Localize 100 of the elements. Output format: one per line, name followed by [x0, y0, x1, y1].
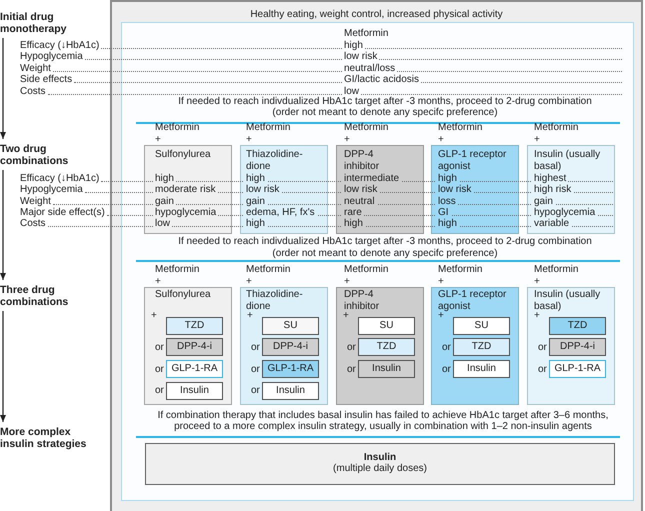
option-box: GLP-1-RA — [549, 360, 606, 378]
plus-sign: + — [534, 310, 540, 320]
plus-sign: + — [247, 310, 253, 320]
drug-box — [527, 145, 615, 234]
option-box: Insulin — [262, 382, 319, 400]
or-text: or — [347, 342, 356, 353]
or-text: or — [442, 364, 451, 375]
drug-name: Thiazolidine-dione — [246, 289, 304, 312]
drug-box — [431, 145, 519, 234]
option-box: SU — [262, 316, 319, 334]
row-label: Hypoglycemia — [20, 51, 83, 62]
value-text: low — [342, 86, 362, 96]
value-text: GI/lactic acidosis — [342, 74, 422, 85]
value-text: highest — [532, 172, 568, 184]
option-box: Insulin — [453, 360, 510, 378]
or-text: or — [155, 342, 164, 353]
value-text: high — [342, 218, 365, 230]
value-text: high — [244, 172, 267, 184]
option-box: DPP-4-i — [262, 338, 319, 356]
row-label: Weight — [20, 196, 51, 207]
combination-heading: Metformin + — [246, 264, 292, 288]
drug-box — [240, 287, 328, 405]
drug-name: Sulfonylurea — [155, 289, 212, 301]
combination-heading: Metformin + — [344, 122, 390, 146]
value-text: edema, HF, fx's — [244, 207, 317, 218]
drug-box — [240, 145, 328, 234]
note-text: If needed to reach indivdualized HbA1c target after -3 months, proceed to 2-drug combination (order not meant to denote any specifc preference) — [178, 236, 592, 259]
combination-heading: Metformin + — [438, 122, 484, 146]
row-label: Efficacy (↓HbA1c) — [20, 40, 100, 50]
value-text: gain — [153, 196, 176, 207]
or-text: or — [538, 342, 547, 353]
or-text: or — [155, 385, 164, 396]
option-box: GLP-1-RA — [166, 360, 223, 378]
combination-heading: Metformin + — [155, 264, 200, 288]
row-label: Weight — [20, 62, 51, 74]
value-text: gain — [244, 196, 267, 207]
row-label: Hypoglycemia — [20, 184, 83, 196]
arrow — [0, 311, 6, 422]
value-text: high — [436, 172, 459, 184]
row-label: Costs — [20, 218, 46, 230]
drug-box — [144, 287, 232, 405]
value-text: gain — [532, 196, 555, 207]
value-text: high — [436, 218, 459, 230]
arrow — [0, 38, 6, 139]
combination-heading: Metformin + — [155, 122, 200, 146]
drug-name: Insulin (usually basal) — [534, 149, 602, 172]
option-box: TZD — [358, 338, 415, 356]
option-box: TZD — [166, 316, 223, 334]
note-text: If combination therapy that includes basal insulin has failed to achieve HbA1c target after 3–6 months, proceed to a more complex insulin strategy, usually in combination with 1–2 non-insulin agents — [157, 410, 609, 432]
combination-heading: Metformin + — [534, 264, 580, 288]
row-label: Side effects — [20, 74, 72, 85]
box-subtitle: (multiple daily doses) — [333, 463, 427, 474]
value-text: hypoglycemia — [532, 207, 598, 218]
value-text: neutral — [342, 196, 377, 207]
or-text: or — [155, 364, 164, 375]
box-title: Insulin — [364, 452, 396, 462]
or-text: or — [251, 364, 260, 375]
note-text: If needed to reach indivdualized HbA1c target after -3 months, proceed to 2-drug combination (order not meant to denote any specifc preference) — [178, 96, 592, 118]
value-text: neutral/loss — [342, 62, 398, 74]
or-text: or — [347, 364, 356, 375]
option-box: SU — [453, 316, 510, 334]
value-text: high risk — [532, 184, 574, 196]
drug-box — [431, 287, 519, 405]
arrow — [0, 170, 6, 280]
stage-label: More complex insulin strategies — [0, 426, 88, 450]
drug-name: DPP-4 inhibitor — [344, 289, 380, 312]
drug-box — [527, 287, 615, 405]
stage-label: Two drug combinations — [0, 143, 70, 167]
value-text: GI — [436, 207, 451, 218]
option-box: SU — [358, 316, 415, 334]
drug-box — [336, 145, 424, 234]
row-label: Major side effect(s) — [20, 207, 105, 218]
value-text: low — [153, 218, 172, 230]
stage-label: Three drug combinations — [0, 284, 70, 308]
plus-sign: + — [343, 310, 349, 320]
regimen-box — [145, 443, 615, 485]
value-text: variable — [532, 218, 572, 230]
option-box: Insulin — [166, 382, 223, 400]
drug-box — [144, 145, 232, 234]
or-text: or — [251, 342, 260, 353]
plus-sign: + — [151, 310, 157, 320]
value-text: low risk — [342, 184, 380, 196]
value-text: loss — [436, 196, 458, 207]
drug-name: Insulin (usually basal) — [534, 289, 602, 312]
combination-heading: Metformin + — [344, 264, 390, 288]
option-box: DPP-4-i — [166, 338, 223, 356]
row-label: Costs — [20, 86, 46, 96]
value-text: moderate risk — [153, 184, 218, 196]
value-text: low risk — [342, 51, 380, 62]
value-text: hypoglycemia — [153, 207, 218, 218]
or-text: or — [251, 385, 260, 396]
panel-heading: Healthy eating, weight control, increased physical activity — [250, 8, 503, 20]
option-box: DPP-4-i — [549, 338, 606, 356]
value-text: rare — [342, 207, 364, 218]
drug-name: Sulfonylurea — [155, 149, 212, 161]
stage-label: Initial drug monotherapy — [0, 11, 68, 35]
value-text: high — [153, 172, 176, 184]
or-text: or — [442, 342, 451, 353]
value-text: low risk — [436, 184, 474, 196]
plus-sign: + — [438, 310, 444, 320]
